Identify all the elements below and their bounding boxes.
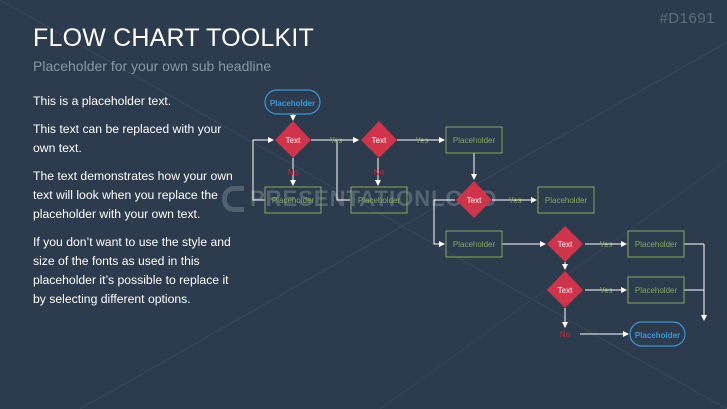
paragraph-1: This is a placeholder text. — [33, 94, 172, 108]
decision-2-no-label: No — [374, 168, 385, 177]
paragraph-2: This text can be replaced with your own … — [33, 122, 222, 155]
slide-id-tag: #D1691 — [659, 10, 715, 27]
flow-decision-2: Text — [361, 121, 397, 158]
slide-subtitle: Placeholder for your own sub headline — [33, 58, 272, 74]
watermark-text: PRESENTATIONLOAD — [250, 186, 498, 211]
flow-decision-5: Text — [547, 271, 583, 308]
flow-process-mid-right: Placeholder — [537, 186, 595, 214]
flow-end-terminal: Placeholder — [629, 321, 686, 347]
process-loop-1-label: Placeholder — [272, 196, 315, 205]
presentationload-logo-icon — [222, 186, 244, 212]
paragraph-4: If you don’t want to use the style and s… — [33, 235, 231, 306]
decision-1-label: Text — [286, 136, 301, 145]
paragraph-3: The text demonstrates how your own text … — [33, 169, 233, 221]
flow-process-loop-2: Placeholder — [350, 186, 408, 214]
process-right-2-label: Placeholder — [635, 286, 678, 295]
decision-2-label: Text — [372, 136, 387, 145]
decision-4-yes-label: Yes — [599, 240, 612, 249]
decision-3-label: Text — [467, 196, 482, 205]
flow-start-terminal: Placeholder — [264, 89, 321, 115]
decision-4-label: Text — [558, 240, 573, 249]
decision-1-yes-label: Yes — [329, 136, 342, 145]
decision-5-label: Text — [558, 286, 573, 295]
flow-process-loop-1: Placeholder — [264, 186, 322, 214]
decision-3-yes-label: Yes — [508, 196, 521, 205]
decision-5-no-label: No — [560, 330, 571, 339]
flow-process-top: Placeholder — [445, 126, 503, 154]
process-mid-right-label: Placeholder — [545, 196, 588, 205]
body-text: This is a placeholder text. This text ca… — [33, 92, 238, 318]
connectors — [252, 114, 707, 337]
process-right-1-label: Placeholder — [635, 240, 678, 249]
end-terminal-label: Placeholder — [635, 331, 680, 340]
process-mid-left-label: Placeholder — [453, 240, 496, 249]
decision-5-yes-label: Yes — [599, 286, 612, 295]
decision-2-yes-label: Yes — [415, 136, 428, 145]
flow-decision-4: Text — [547, 226, 583, 262]
slide-title: FLOW CHART TOOLKIT — [33, 24, 314, 52]
decision-1-no-label: No — [288, 168, 299, 177]
flow-decision-1: Text — [275, 121, 311, 158]
flow-decision-3: Text — [456, 181, 492, 218]
process-loop-2-label: Placeholder — [358, 196, 401, 205]
flow-process-mid-left: Placeholder — [445, 230, 503, 258]
start-terminal-label: Placeholder — [270, 99, 315, 108]
flow-process-right-1: Placeholder — [627, 230, 685, 258]
watermark: PRESENTATIONLOAD — [222, 186, 497, 212]
process-top-label: Placeholder — [453, 136, 496, 145]
flow-process-right-2: Placeholder — [627, 276, 685, 304]
